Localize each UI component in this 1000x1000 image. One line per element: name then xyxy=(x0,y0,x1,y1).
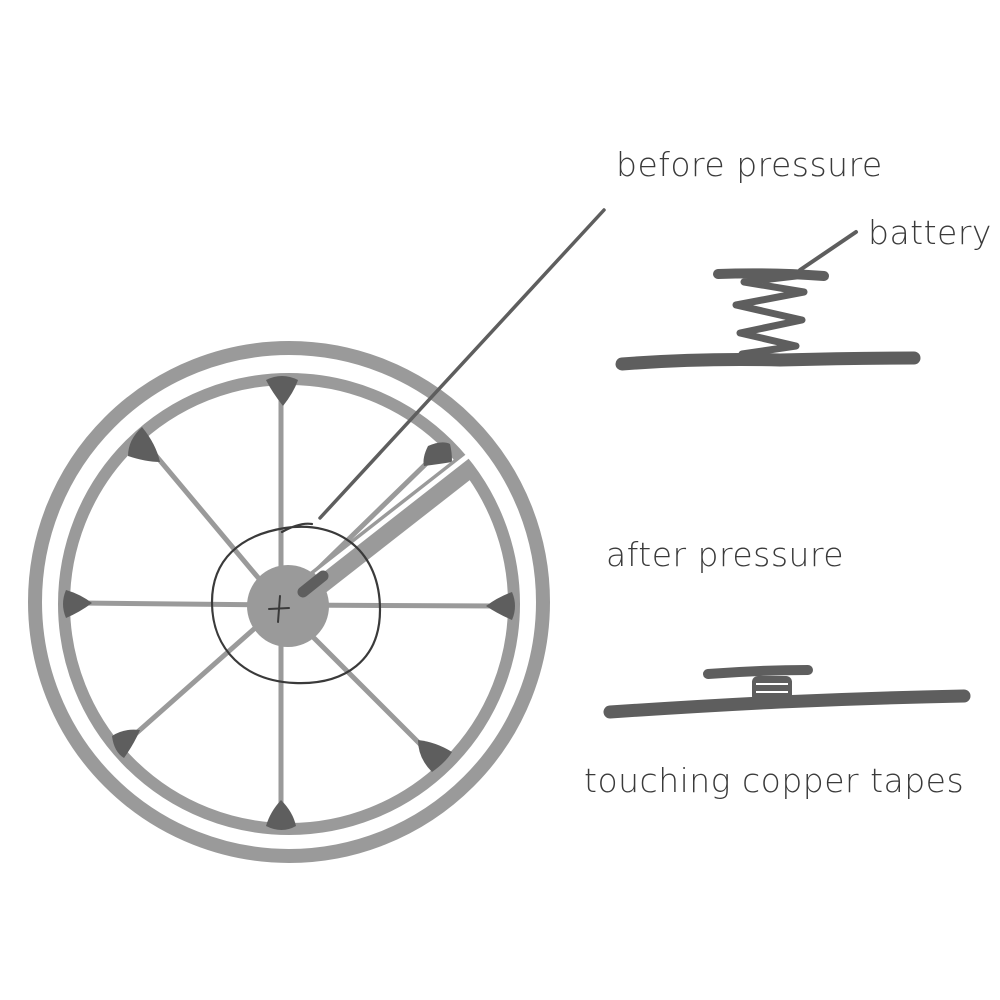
pointer-arm xyxy=(294,454,477,605)
after-compressed-spring xyxy=(752,676,792,702)
contact-pad-bottom xyxy=(266,800,296,830)
axle-mark xyxy=(268,595,290,623)
after-spring-coils xyxy=(756,683,788,693)
label-before-pressure: before pressure xyxy=(616,145,883,184)
contact-pad-top-left xyxy=(128,427,160,462)
pointer-arm-channel xyxy=(314,454,470,577)
before-top-copper-tape xyxy=(713,268,829,281)
label-battery: battery xyxy=(868,213,992,252)
after-top-copper-tape xyxy=(703,665,813,679)
contact-pad-bottom-left xyxy=(112,729,140,758)
wheel-outer-rim xyxy=(28,341,550,863)
contact-pad-right xyxy=(486,592,515,620)
before-pressure-detail xyxy=(615,230,921,371)
label-after-pressure: after pressure xyxy=(606,535,844,574)
contact-pads xyxy=(63,376,515,830)
contact-pad-top-right xyxy=(423,442,452,466)
before-bottom-copper-tape xyxy=(615,351,921,371)
contact-pad-top xyxy=(266,376,298,406)
before-spring xyxy=(732,272,808,358)
hub-highlight-circle xyxy=(210,522,382,685)
wheel xyxy=(28,341,550,863)
contact-pad-left xyxy=(63,590,92,618)
pointer-tip xyxy=(297,570,329,598)
contact-pad-bottom-right xyxy=(418,740,452,772)
before-pressure-leader-line xyxy=(318,208,606,520)
label-touching-copper-tapes: touching copper tapes xyxy=(584,761,964,800)
battery-leader-line xyxy=(798,230,858,272)
after-pressure-detail xyxy=(603,665,971,719)
